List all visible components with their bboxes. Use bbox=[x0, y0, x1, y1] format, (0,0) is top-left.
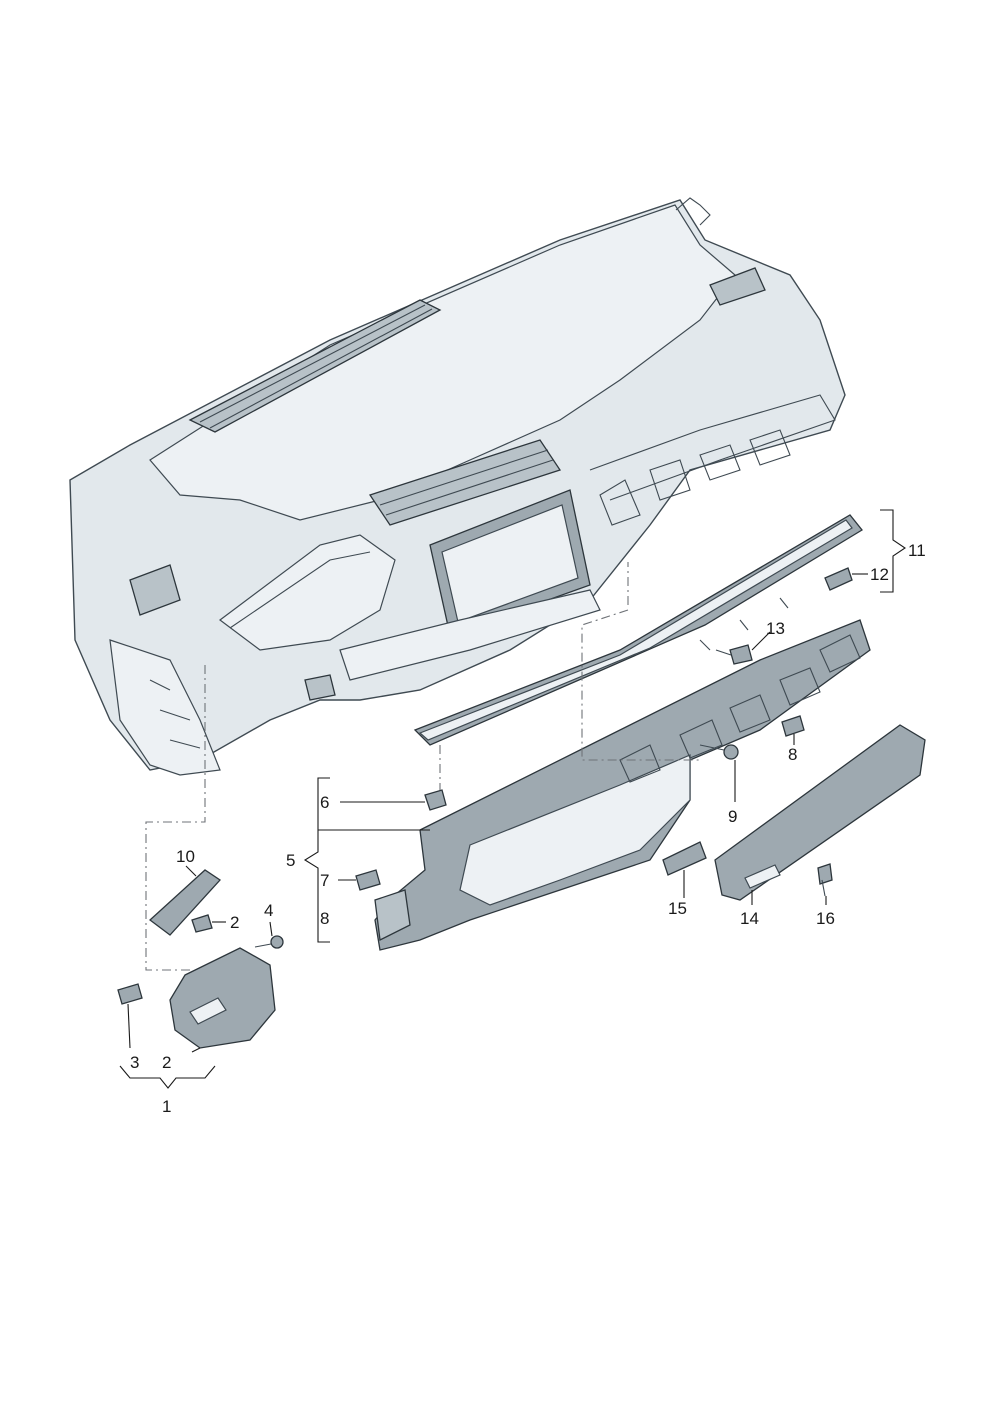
clip-part-6 bbox=[424, 789, 447, 811]
clip-part-3 bbox=[117, 983, 143, 1005]
assembly-guide-lines bbox=[145, 562, 700, 971]
center-console-carrier-part-5 bbox=[374, 619, 871, 951]
callout-11: 11 bbox=[908, 541, 926, 560]
screw-part-16 bbox=[817, 863, 833, 897]
callout-14: 14 bbox=[740, 909, 759, 928]
bolt-part-13 bbox=[715, 644, 753, 665]
dashboard-assembly bbox=[69, 197, 846, 776]
callout-9: 9 bbox=[728, 807, 737, 826]
trim-part-10 bbox=[148, 869, 221, 936]
callout-13: 13 bbox=[766, 619, 785, 638]
callout-2-lower: 2 bbox=[162, 1053, 171, 1072]
leader-lines bbox=[119, 509, 906, 1089]
callout-3: 3 bbox=[130, 1053, 139, 1072]
callout-12: 12 bbox=[870, 565, 889, 584]
callout-8-right: 8 bbox=[788, 745, 797, 764]
callout-10: 10 bbox=[176, 847, 195, 866]
callout-labels: 11 12 13 8 9 6 5 7 8 10 2 4 3 2 1 15 14 … bbox=[130, 541, 926, 1116]
callout-5: 5 bbox=[286, 851, 295, 870]
callout-15: 15 bbox=[668, 899, 687, 918]
clip-part-8 bbox=[781, 715, 805, 737]
callout-1: 1 bbox=[162, 1097, 171, 1116]
callout-8-left: 8 bbox=[320, 909, 329, 928]
callout-4: 4 bbox=[264, 901, 273, 920]
clip-part-2 bbox=[191, 914, 213, 933]
callout-6: 6 bbox=[320, 793, 329, 812]
callout-2-upper: 2 bbox=[230, 913, 239, 932]
knee-cover-part-1 bbox=[169, 947, 276, 1049]
clip-part-12 bbox=[824, 567, 853, 591]
clip-part-15 bbox=[662, 841, 707, 876]
callout-7: 7 bbox=[320, 871, 329, 890]
callout-16: 16 bbox=[816, 909, 835, 928]
bolt-part-9 bbox=[699, 744, 739, 760]
trim-strip-part-11 bbox=[413, 514, 863, 746]
bolt-part-4 bbox=[254, 935, 284, 949]
clip-part-7 bbox=[355, 869, 381, 891]
trim-panel-part-14 bbox=[714, 724, 926, 901]
